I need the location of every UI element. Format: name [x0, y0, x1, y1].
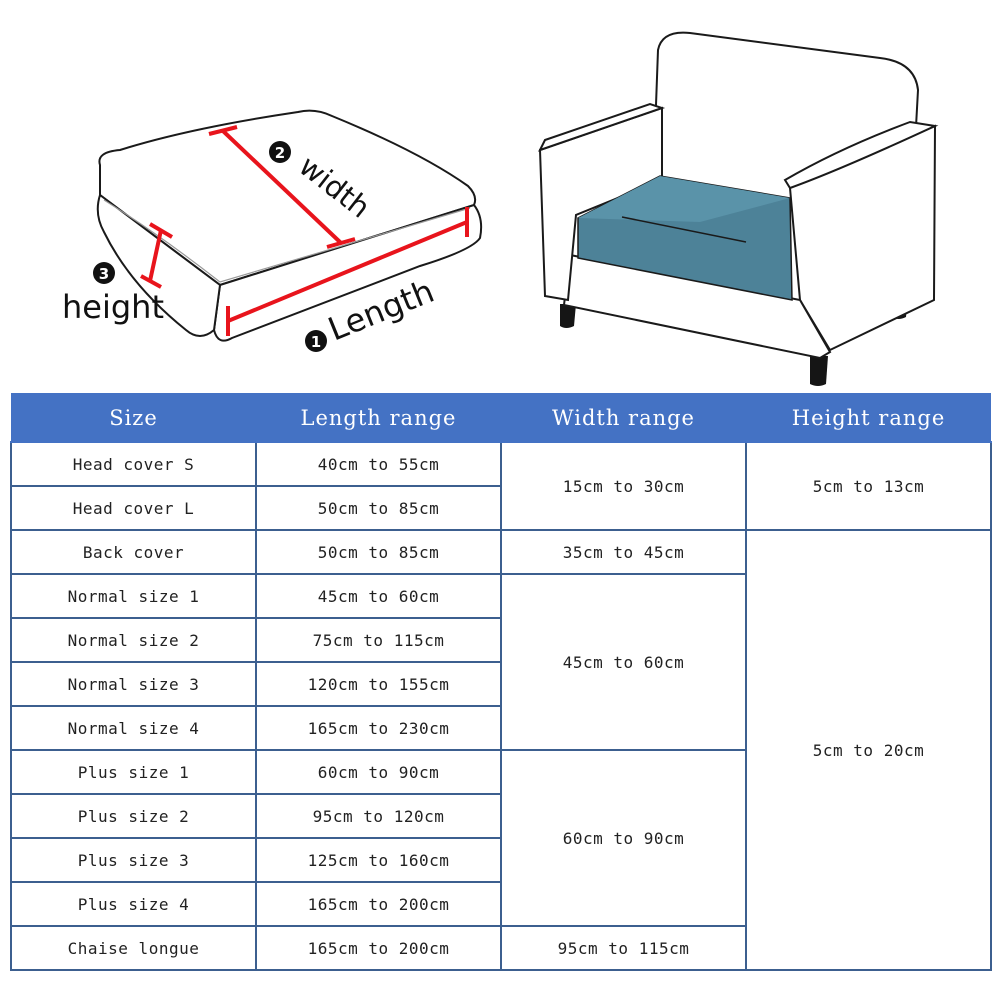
table-row: Plus size 1 60cm to 90cm 60cm to 90cm: [10, 749, 991, 927]
height-measure-line: [140, 222, 174, 289]
table-row: Normal size 3 120cm to 155cm: [10, 661, 991, 707]
cell-height: 5cm to 20cm: [745, 529, 992, 971]
table-row: Chaise longue 165cm to 200cm 95cm to 115…: [10, 925, 991, 971]
chair-right-arm-top: [783, 120, 939, 190]
cell-size: Head cover L: [10, 485, 257, 531]
seat-cushion-seam: [621, 216, 747, 243]
cell-width: 60cm to 90cm: [500, 749, 747, 927]
cell-length: 75cm to 115cm: [255, 617, 502, 663]
cell-size: Plus size 2: [10, 793, 257, 839]
cell-length: 165cm to 200cm: [255, 925, 502, 971]
header-length: Length range: [256, 393, 501, 443]
cell-width: 35cm to 45cm: [500, 529, 747, 575]
cell-length: 40cm to 55cm: [255, 441, 502, 487]
cell-size: Plus size 3: [10, 837, 257, 883]
height-label: height: [62, 288, 164, 326]
cell-length: 50cm to 85cm: [255, 529, 502, 575]
chair-left-arm-top: [538, 102, 666, 152]
header-size: Size: [11, 393, 256, 443]
height-label-group: 3 height: [62, 262, 164, 326]
header-height: Height range: [746, 393, 991, 443]
table-row: Plus size 2 95cm to 120cm: [10, 793, 991, 839]
cell-length: 120cm to 155cm: [255, 661, 502, 707]
cell-length: 165cm to 230cm: [255, 705, 502, 751]
table-row: Normal size 4 165cm to 230cm: [10, 705, 991, 751]
cell-length: 95cm to 120cm: [255, 793, 502, 839]
seat-cushion-top: [578, 176, 790, 222]
table-row: Plus size 4 165cm to 200cm: [10, 881, 991, 927]
cell-width: 45cm to 60cm: [500, 573, 747, 751]
illustration-area: 2 width 1 Length 3 height: [62, 31, 939, 386]
cell-size: Back cover: [10, 529, 257, 575]
chair-leg-front-right: [810, 356, 828, 386]
cell-length: 125cm to 160cm: [255, 837, 502, 883]
cell-size: Plus size 1: [10, 749, 257, 795]
table-row: Normal size 1 45cm to 60cm 45cm to 60cm: [10, 573, 991, 751]
cell-size: Chaise longue: [10, 925, 257, 971]
cushion-seam: [103, 199, 471, 283]
cell-width: 95cm to 115cm: [500, 925, 747, 971]
length-measure-line: [226, 207, 469, 336]
cell-length: 60cm to 90cm: [255, 749, 502, 795]
cell-size: Normal size 2: [10, 617, 257, 663]
table-row: Head cover S 40cm to 55cm 15cm to 30cm 5…: [10, 441, 992, 531]
cell-size: Head cover S: [10, 441, 257, 487]
cell-height: 5cm to 13cm: [745, 441, 992, 531]
cell-width: 15cm to 30cm: [500, 441, 747, 531]
cell-length: 165cm to 200cm: [255, 881, 502, 927]
length-number: 1: [311, 333, 321, 351]
length-number-badge: [305, 330, 327, 352]
chair-leg-front-left: [560, 304, 576, 328]
height-number-badge: [93, 262, 115, 284]
cell-size: Normal size 4: [10, 705, 257, 751]
width-measure-line: [208, 125, 356, 249]
size-table: Size Length range Width range Height ran…: [10, 393, 992, 971]
header-width: Width range: [501, 393, 746, 443]
table-header-row: Size Length range Width range Height ran…: [11, 393, 991, 443]
cell-size: Normal size 1: [10, 573, 257, 619]
table-row: Normal size 2 75cm to 115cm: [10, 617, 991, 663]
width-number: 2: [275, 144, 285, 162]
width-number-badge: [269, 141, 291, 163]
table-row: Head cover L 50cm to 85cm: [10, 485, 991, 531]
cell-size: Plus size 4: [10, 881, 257, 927]
cell-length: 45cm to 60cm: [255, 573, 502, 619]
armchair-drawing: [538, 31, 939, 386]
height-number: 3: [99, 265, 109, 283]
cushion-drawing: 2 width 1 Length 3 height: [62, 109, 483, 352]
cell-length: 50cm to 85cm: [255, 485, 502, 531]
table-row: Plus size 3 125cm to 160cm: [10, 837, 991, 883]
cell-size: Normal size 3: [10, 661, 257, 707]
cushion-left-side: [96, 193, 222, 337]
table-row: Back cover 50cm to 85cm 35cm to 45cm 5cm…: [10, 529, 992, 971]
